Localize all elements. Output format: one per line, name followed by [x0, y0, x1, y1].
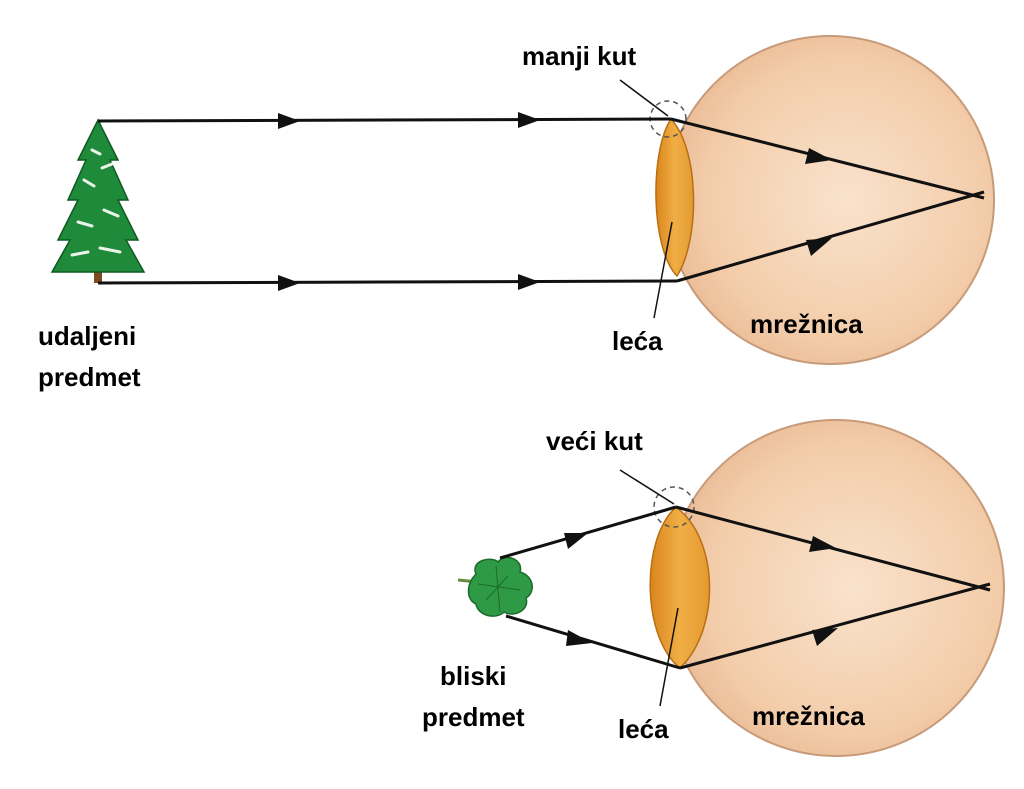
angle-pointer-bottom — [619, 469, 675, 505]
ray-arrows-top — [278, 112, 832, 291]
lens-pointer-top — [653, 221, 673, 319]
bottom-panel: veći kut leća mrežnica bliski predmet — [422, 419, 1005, 757]
object-label-top-line2: predmet — [38, 362, 141, 392]
lens-label-bottom: leća — [618, 714, 669, 744]
retina-label-top: mrežnica — [750, 309, 863, 339]
lens-pointer-bottom — [659, 607, 679, 707]
object-label-bottom-line1: bliski — [440, 661, 506, 691]
lens-top — [655, 117, 695, 278]
object-label-top-line1: udaljeni — [38, 321, 136, 351]
angle-pointer-top — [619, 79, 669, 117]
retina-label-bottom: mrežnica — [752, 701, 865, 731]
angle-label-bottom: veći kut — [546, 426, 643, 456]
ray-arrows-bottom — [564, 533, 838, 646]
rays-bottom — [499, 505, 991, 670]
angle-label-top: manji kut — [522, 41, 636, 71]
object-label-bottom-line2: predmet — [422, 702, 525, 732]
angle-marker-bottom — [653, 486, 695, 528]
lens-label-top: leća — [612, 326, 663, 356]
top-panel: manji kut leća mrežnica udaljeni predmet — [38, 35, 995, 392]
leaf-icon — [457, 556, 533, 617]
tree-icon — [50, 118, 146, 283]
